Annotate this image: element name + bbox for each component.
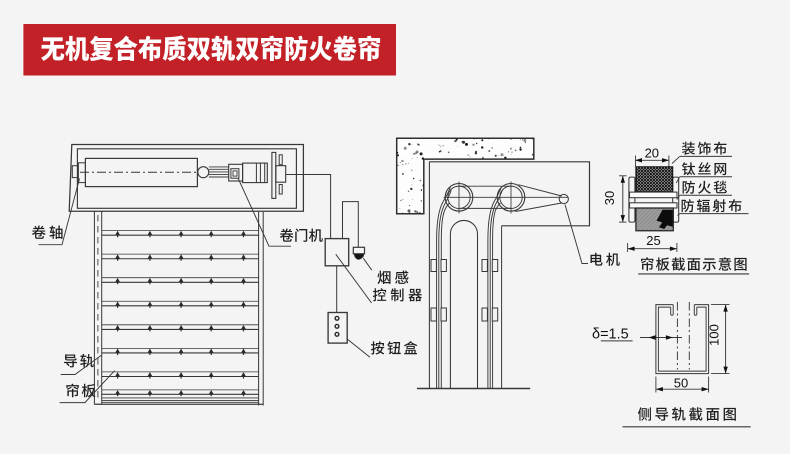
svg-text:δ=1.5: δ=1.5 — [592, 327, 629, 343]
svg-text:25: 25 — [646, 233, 660, 248]
svg-text:50: 50 — [674, 376, 688, 391]
svg-text:100: 100 — [707, 324, 722, 346]
svg-text:20: 20 — [645, 146, 659, 161]
svg-text:30: 30 — [602, 191, 617, 205]
